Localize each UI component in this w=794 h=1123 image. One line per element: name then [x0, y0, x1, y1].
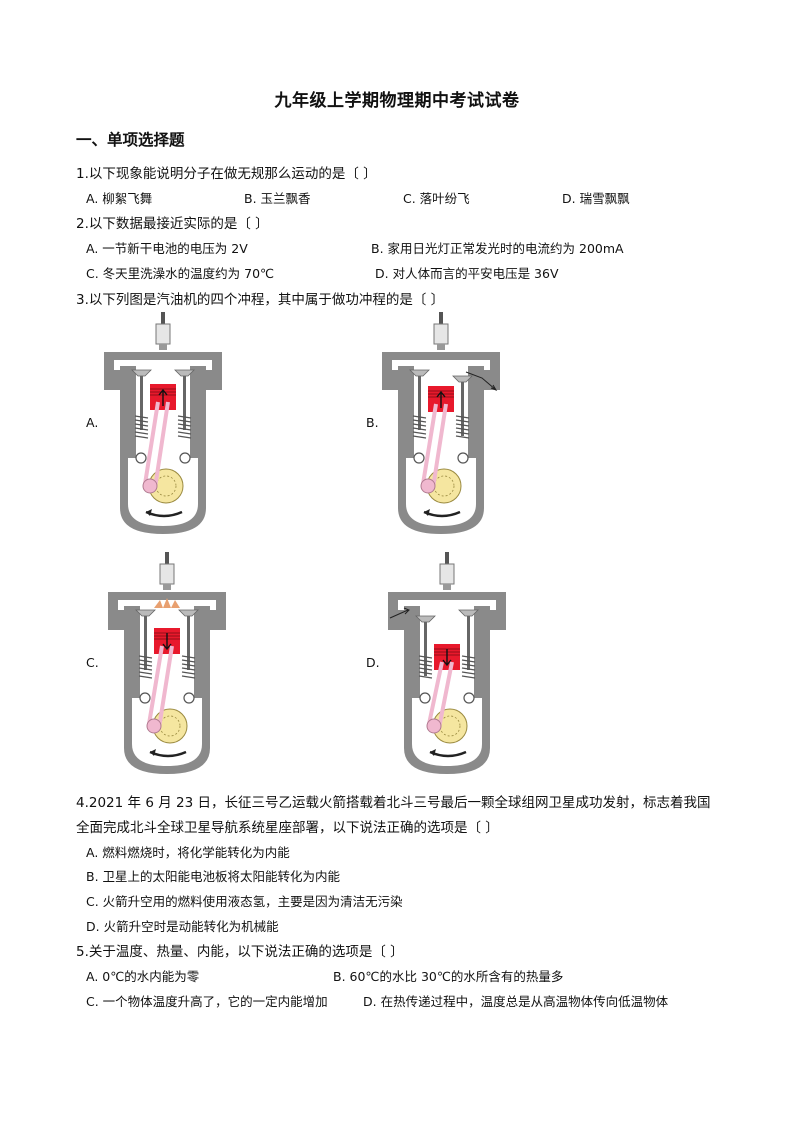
question-4-stem-line-2: 全面完成北斗全球卫星导航系统星座部署，以下说法正确的选项是〔 〕	[76, 820, 499, 836]
figure-label-a: A.	[86, 415, 99, 430]
section-heading: 一、单项选择题	[76, 131, 185, 149]
question-4-option-c: C. 火箭升空用的燃料使用液态氢，主要是因为清洁无污染	[86, 894, 403, 909]
question-2-option-c: C. 冬天里洗澡水的温度约为 70℃	[86, 266, 275, 281]
question-2-option-b: B. 家用日光灯正常发光时的电流约为 200mA	[371, 241, 624, 256]
figure-label-d: D.	[366, 655, 380, 670]
question-1-stem: 1.以下现象能说明分子在做无规那么运动的是〔 〕	[76, 166, 377, 182]
engine-figure-d	[388, 552, 506, 774]
engine-figure-a	[104, 312, 222, 534]
question-4-stem-line-1: 4.2021 年 6 月 23 日，长征三号乙运载火箭搭载着北斗三号最后一颗全球…	[76, 795, 711, 811]
figure-label-c: C.	[86, 655, 99, 670]
question-4-option-b: B. 卫星上的太阳能电池板将太阳能转化为内能	[86, 869, 341, 884]
engine-figure-c	[108, 552, 226, 774]
page-title: 九年级上学期物理期中考试试卷	[274, 91, 520, 111]
question-5-option-a: A. 0℃的水内能为零	[86, 969, 200, 984]
question-1-option-d: D. 瑞雪飘飘	[562, 191, 630, 206]
question-5-stem: 5.关于温度、热量、内能，以下说法正确的选项是〔 〕	[76, 944, 404, 960]
engine-figure-b	[382, 312, 500, 534]
question-2-option-d: D. 对人体而言的平安电压是 36V	[375, 266, 559, 281]
question-5-option-d: D. 在热传递过程中，温度总是从高温物体传向低温物体	[363, 994, 669, 1009]
question-4-option-a: A. 燃料燃烧时，将化学能转化为内能	[86, 845, 290, 860]
question-1-option-b: B. 玉兰飘香	[244, 191, 311, 206]
question-5-option-b: B. 60℃的水比 30℃的水所含有的热量多	[333, 969, 564, 984]
question-3-stem: 3.以下列图是汽油机的四个冲程，其中属于做功冲程的是〔 〕	[76, 292, 445, 308]
question-4-option-d: D. 火箭升空时是动能转化为机械能	[86, 919, 279, 934]
question-2-option-a: A. 一节新干电池的电压为 2V	[86, 241, 248, 256]
question-5-option-c: C. 一个物体温度升高了，它的一定内能增加	[86, 994, 328, 1009]
question-1-option-a: A. 柳絮飞舞	[86, 191, 153, 206]
question-1-option-c: C. 落叶纷飞	[403, 191, 470, 206]
figure-label-b: B.	[366, 415, 379, 430]
question-2-stem: 2.以下数据最接近实际的是〔 〕	[76, 216, 269, 232]
